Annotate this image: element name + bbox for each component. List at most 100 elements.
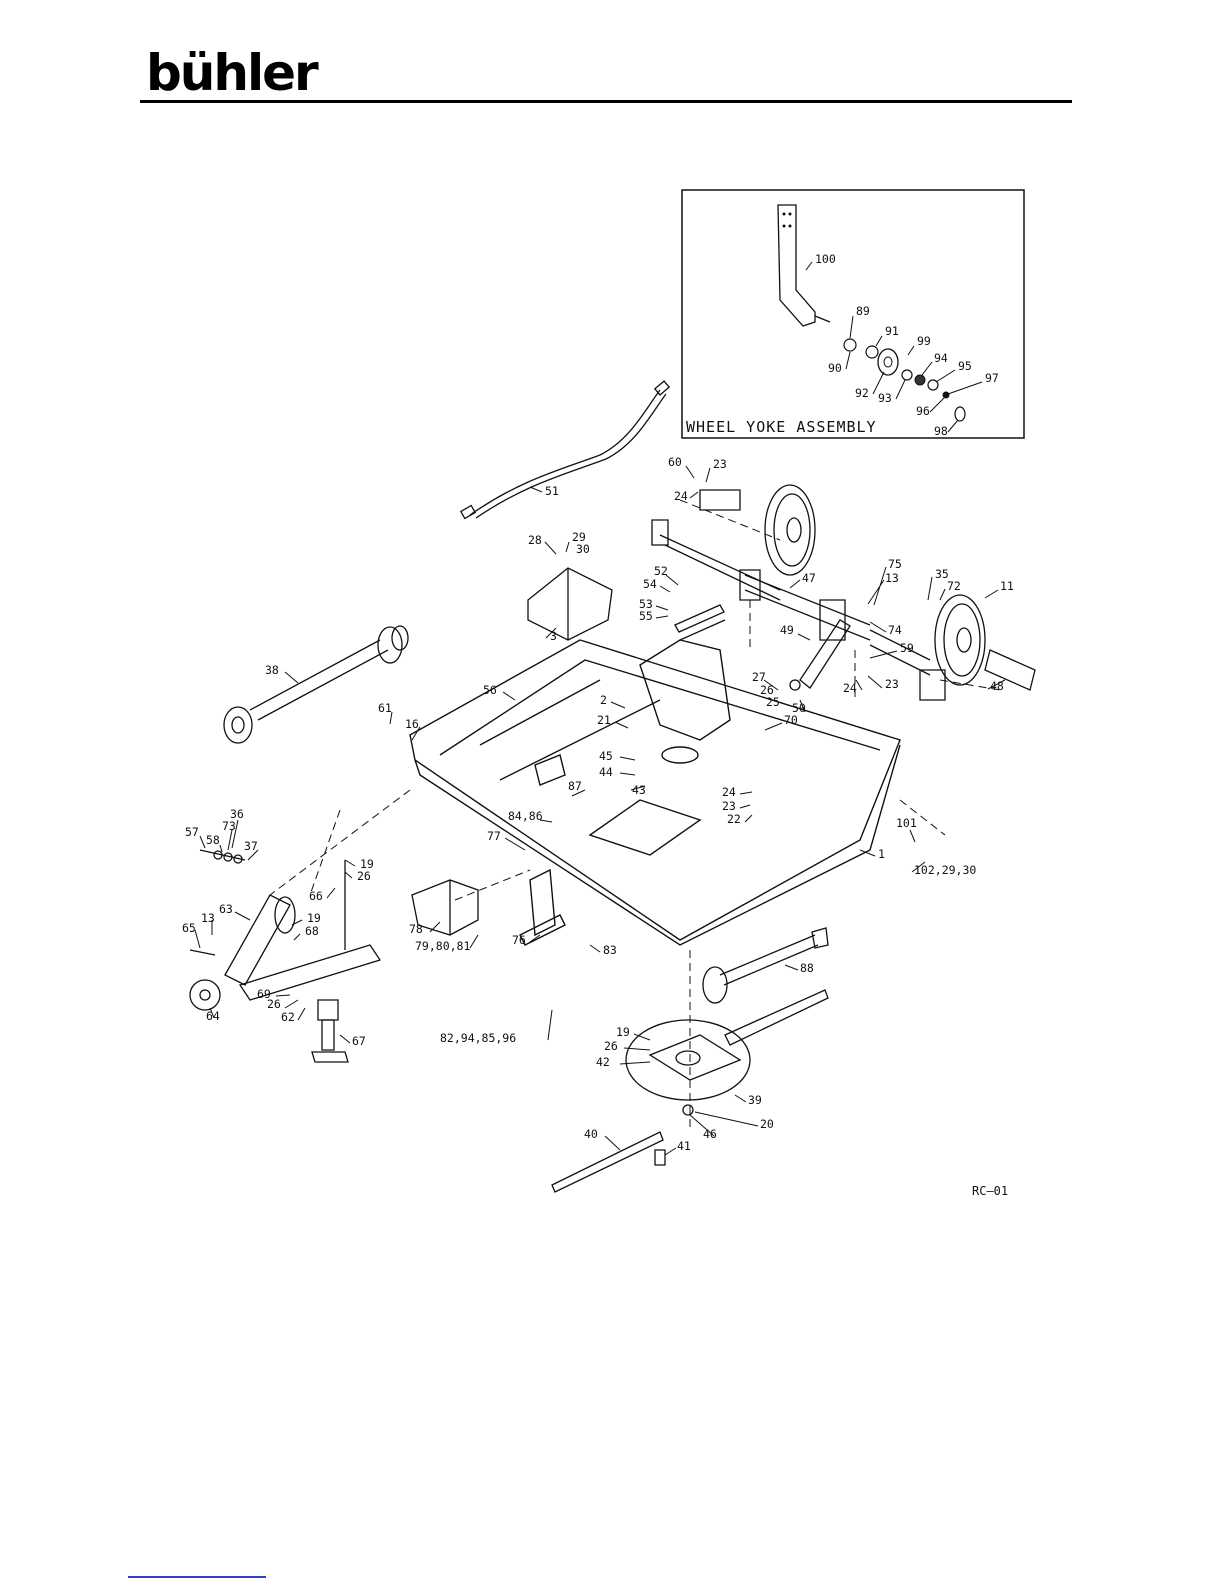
part-label-70: 70 xyxy=(784,713,798,727)
part-label-16: 16 xyxy=(405,717,419,731)
front-shield xyxy=(411,879,479,936)
part-label-54: 54 xyxy=(643,577,657,591)
part-label-92: 92 xyxy=(855,386,869,400)
part-label-79-80-81: 79,80,81 xyxy=(415,939,470,953)
gearbox-shield xyxy=(527,567,613,641)
part-label-19c: 19 xyxy=(616,1025,630,1039)
hydraulic-hoses xyxy=(459,380,671,520)
pto-driveline xyxy=(223,625,409,744)
inset-title: WHEEL YOKE ASSEMBLY xyxy=(686,418,877,436)
part-label-91: 91 xyxy=(885,324,899,338)
part-label-88: 88 xyxy=(800,961,814,975)
wheel-yoke-inset: WHEEL YOKE ASSEMBLY xyxy=(681,189,1025,439)
part-label-55: 55 xyxy=(639,609,653,623)
part-label-72: 72 xyxy=(947,579,961,593)
buhler-logo: bühler xyxy=(146,44,319,102)
part-label-24: 24 xyxy=(674,489,688,503)
label-leaders xyxy=(194,261,1006,1156)
part-label-97: 97 xyxy=(985,371,999,385)
part-label-59: 59 xyxy=(900,641,914,655)
part-label-53: 53 xyxy=(639,597,653,611)
part-label-22: 22 xyxy=(727,812,741,826)
part-label-37: 37 xyxy=(244,839,258,853)
part-label-102-29-30: 102,29,30 xyxy=(914,863,976,877)
part-label-26c: 26 xyxy=(267,997,281,1011)
part-label-27: 27 xyxy=(752,670,766,684)
part-label-63: 63 xyxy=(219,902,233,916)
part-label-36: 36 xyxy=(230,807,244,821)
part-label-49: 49 xyxy=(780,623,794,637)
part-label-45: 45 xyxy=(599,749,613,763)
part-label-44: 44 xyxy=(599,765,613,779)
part-label-40: 40 xyxy=(584,1127,598,1141)
part-label-89: 89 xyxy=(856,304,870,318)
drawing-code: RC–01 xyxy=(972,1184,1008,1198)
header-rule xyxy=(140,100,1072,103)
part-label-42: 42 xyxy=(596,1055,610,1069)
part-label-35: 35 xyxy=(935,567,949,581)
part-label-94: 94 xyxy=(934,351,948,365)
part-label-24b: 24 xyxy=(843,681,857,695)
part-label-84-86: 84,86 xyxy=(508,809,543,823)
part-label-26: 26 xyxy=(760,683,774,697)
blade-carrier xyxy=(551,989,829,1193)
part-label-1: 1 xyxy=(878,847,885,861)
part-label-41: 41 xyxy=(677,1139,691,1153)
part-label-48: 48 xyxy=(990,679,1004,693)
part-label-13b: 13 xyxy=(201,911,215,925)
part-label-52: 52 xyxy=(654,564,668,578)
part-label-83: 83 xyxy=(603,943,617,957)
part-label-38: 38 xyxy=(265,663,279,677)
part-label-68: 68 xyxy=(305,924,319,938)
slip-arm xyxy=(674,604,726,641)
part-label-3: 3 xyxy=(550,629,557,643)
part-label-73: 73 xyxy=(222,819,236,833)
part-label-46: 46 xyxy=(703,1127,717,1141)
part-label-87: 87 xyxy=(568,779,582,793)
bottom-link-underline xyxy=(128,1576,266,1578)
part-label-66: 66 xyxy=(309,889,323,903)
part-label-75: 75 xyxy=(888,557,902,571)
part-label-50: 50 xyxy=(792,701,806,715)
part-label-57: 57 xyxy=(185,825,199,839)
part-label-74: 74 xyxy=(888,623,902,637)
part-label-29: 29 xyxy=(572,530,586,544)
hitch-a-frame xyxy=(189,849,382,1011)
lower-driveline xyxy=(702,927,829,1004)
part-label-95: 95 xyxy=(958,359,972,373)
mower-deck xyxy=(409,639,901,946)
part-label-2: 2 xyxy=(600,693,607,707)
part-label-23c: 23 xyxy=(722,799,736,813)
part-label-56: 56 xyxy=(483,683,497,697)
part-label-101: 101 xyxy=(896,816,917,830)
axle-and-wheels xyxy=(651,484,1036,701)
part-label-69: 69 xyxy=(257,987,271,1001)
part-label-39: 39 xyxy=(748,1093,762,1107)
part-label-65: 65 xyxy=(182,921,196,935)
assembly-lines xyxy=(269,499,1001,1130)
part-label-67: 67 xyxy=(352,1034,366,1048)
part-label-78: 78 xyxy=(409,922,423,936)
part-labels: 100 89 91 90 99 92 93 94 95 97 96 98 51 … xyxy=(182,252,1014,1153)
part-label-13: 13 xyxy=(885,571,899,585)
part-label-99: 99 xyxy=(917,334,931,348)
part-label-11: 11 xyxy=(1000,579,1014,593)
part-label-26b: 26 xyxy=(357,869,371,883)
part-label-28: 28 xyxy=(528,533,542,547)
part-label-19b: 19 xyxy=(307,911,321,925)
part-label-98: 98 xyxy=(934,424,948,438)
part-label-82-94-85-96: 82,94,85,96 xyxy=(440,1031,516,1045)
part-label-20: 20 xyxy=(760,1117,774,1131)
part-label-93: 93 xyxy=(878,391,892,405)
part-label-23b: 23 xyxy=(885,677,899,691)
part-label-60: 60 xyxy=(668,455,682,469)
part-label-62: 62 xyxy=(281,1010,295,1024)
part-label-100: 100 xyxy=(815,252,836,266)
jack-stand xyxy=(311,999,349,1063)
part-label-76: 76 xyxy=(512,933,526,947)
part-label-47: 47 xyxy=(802,571,816,585)
part-label-90: 90 xyxy=(828,361,842,375)
part-label-26d: 26 xyxy=(604,1039,618,1053)
part-label-23: 23 xyxy=(713,457,727,471)
